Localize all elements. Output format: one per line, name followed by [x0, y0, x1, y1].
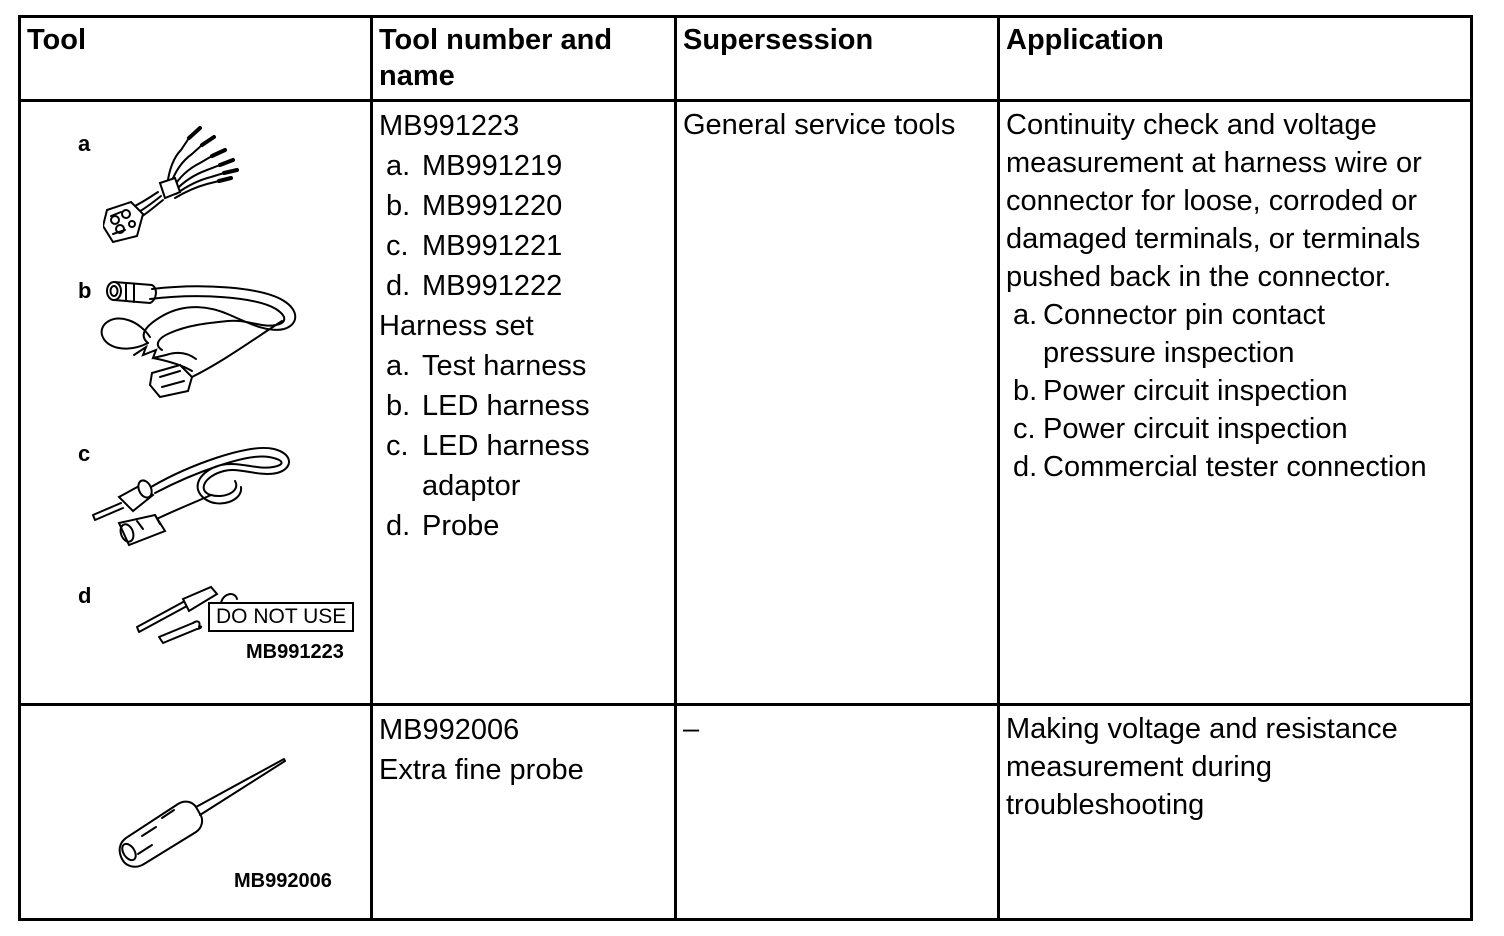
- sub-name-item: c. LED harness adaptor: [386, 430, 590, 502]
- led-harness-drawing: [92, 277, 297, 402]
- extra-fine-probe-caption: MB992006: [234, 870, 332, 892]
- sub-number-item: c. MB991221: [386, 230, 563, 262]
- application-item: a. Connector pin contact pressure inspec…: [1013, 299, 1326, 369]
- sub-number-item: d. MB991222: [386, 270, 563, 302]
- extra-fine-probe-drawing: [114, 752, 289, 870]
- column-header-tool: Tool: [21, 18, 373, 102]
- tool-illustration-cell-row1: a b c d: [21, 102, 373, 706]
- sub-name-item: b. LED harness: [386, 390, 590, 422]
- part-label-c: c: [78, 441, 91, 466]
- tool-name: Extra fine probe: [379, 754, 584, 786]
- tool-illustration-cell-row2: MB992006: [21, 706, 373, 918]
- tool-number-code: MB991223: [379, 110, 520, 142]
- tool-number-code: MB992006: [379, 714, 520, 746]
- sub-name-item: a. Test harness: [386, 350, 587, 382]
- test-harness-drawing: [103, 126, 248, 261]
- harness-set-caption: MB991223: [246, 641, 344, 663]
- led-harness-adaptor-drawing: [89, 425, 294, 555]
- probe-drawing: [133, 585, 253, 650]
- tool-number-cell-row2: MB992006 Extra fine probe: [373, 706, 677, 918]
- application-item: b. Power circuit inspection: [1013, 375, 1348, 407]
- supersession-cell-row1: General service tools: [677, 102, 1000, 706]
- application-intro: Continuity check and voltage measurement…: [1006, 109, 1422, 293]
- tool-name: Harness set: [379, 310, 534, 342]
- sub-name-item: d. Probe: [386, 510, 500, 542]
- column-header-supersession: Supersession: [677, 18, 1000, 102]
- special-tools-table: Tool Tool number and name Supersession A…: [18, 15, 1473, 921]
- column-header-tool-number: Tool number and name: [373, 18, 677, 102]
- column-header-application: Application: [1000, 18, 1470, 102]
- part-label-a: a: [78, 131, 91, 156]
- part-label-b: b: [78, 278, 92, 303]
- tool-number-cell-row1: MB991223 a. MB991219 b. MB991220 c. MB99…: [373, 102, 677, 706]
- application-cell-row2: Making voltage and resistance measuremen…: [1000, 706, 1470, 918]
- application-cell-row1: Continuity check and voltage measurement…: [1000, 102, 1470, 706]
- sub-number-item: b. MB991220: [386, 190, 563, 222]
- part-label-d: d: [78, 583, 92, 608]
- application-intro: Making voltage and resistance measuremen…: [1006, 713, 1398, 821]
- application-item: c. Power circuit inspection: [1013, 413, 1348, 445]
- sub-number-item: a. MB991219: [386, 150, 563, 182]
- application-item: d. Commercial tester connection: [1013, 451, 1427, 483]
- supersession-cell-row2: –: [677, 706, 1000, 918]
- do-not-use-tag: DO NOT USE: [208, 602, 355, 632]
